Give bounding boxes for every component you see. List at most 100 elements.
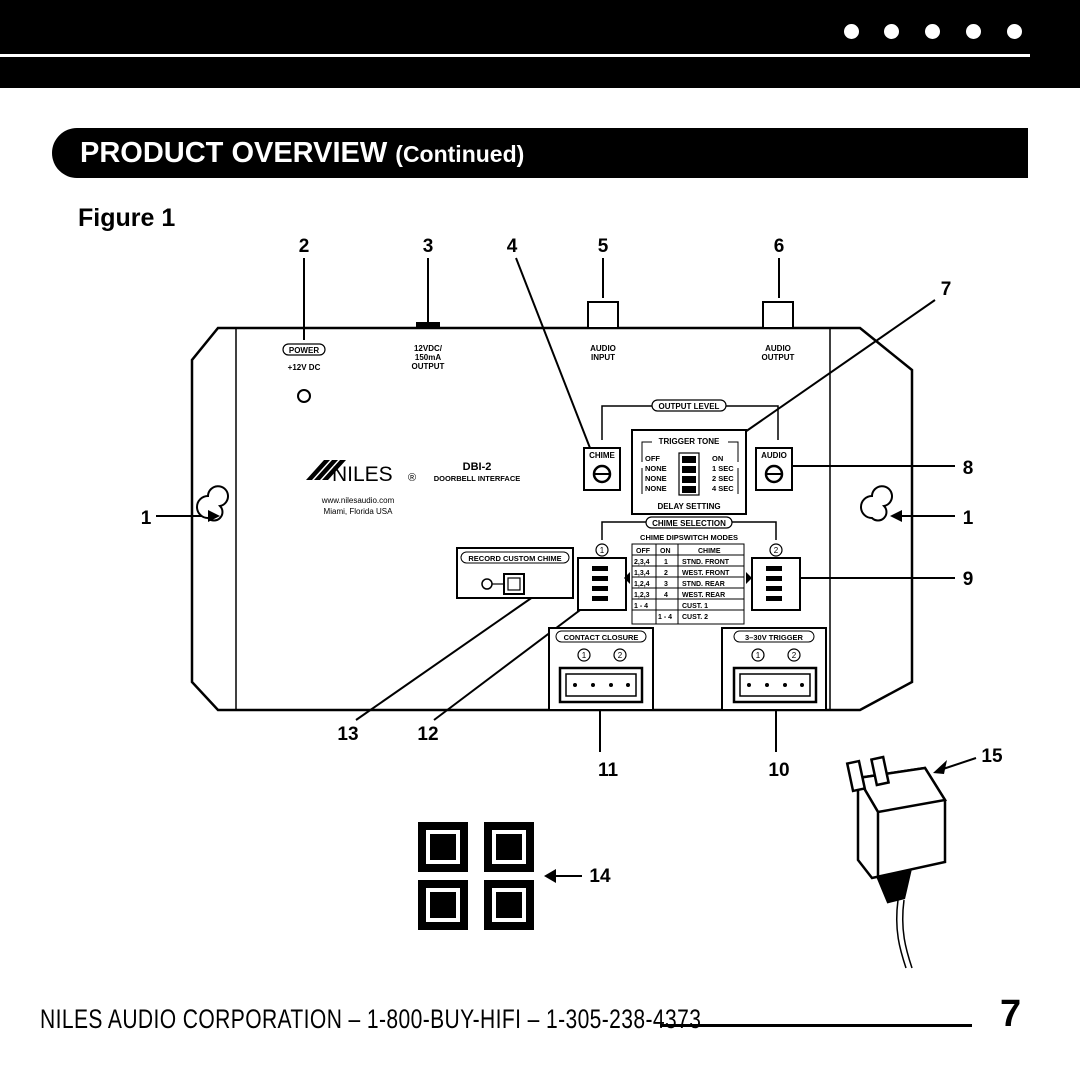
registered-mark: ® <box>408 472 416 484</box>
chime-knob-label: CHIME <box>589 451 615 460</box>
power-sub-label: +12V DC <box>288 363 321 372</box>
chime-selection-label: CHIME SELECTION <box>652 519 726 528</box>
record-custom-label-box <box>460 551 570 564</box>
dip-header: OFF <box>636 548 651 555</box>
contact-closure-label-box <box>555 630 647 643</box>
callout-9: 9 <box>963 569 974 590</box>
section-title-text: PRODUCT OVERVIEW <box>80 137 388 169</box>
power-led <box>297 389 311 403</box>
device-enclosure <box>190 326 914 712</box>
callout-10: 10 <box>768 760 789 781</box>
footer-text: NILES AUDIO CORPORATION – 1-800-BUY-HIFI… <box>40 1004 702 1034</box>
callout-1-right: 1 <box>963 508 974 529</box>
power-label: POWER <box>289 346 319 355</box>
audio-input-label-1: AUDIO <box>590 344 616 353</box>
header-dot <box>966 24 981 39</box>
dip-cell: 4 <box>664 592 668 599</box>
header-dot <box>925 24 940 39</box>
model-name: DBI-2 <box>463 461 492 473</box>
model-description: DOORBELL INTERFACE <box>434 474 521 483</box>
mount-keyhole-right <box>860 485 893 522</box>
dip-cell: CUST. 2 <box>682 614 708 621</box>
right-option: 1 SEC <box>712 464 734 473</box>
contact-terminal-2: 2 <box>618 651 623 660</box>
page-number: 7 <box>1000 993 1022 1035</box>
niles-logo: NILES ® <box>306 460 416 486</box>
left-option: NONE <box>645 484 667 493</box>
dip-slot <box>682 486 696 493</box>
dip-slot <box>682 466 696 473</box>
section-title: PRODUCT OVERVIEW (Continued) <box>80 137 524 170</box>
dipswitch-1-arrow <box>624 572 630 584</box>
section-subtitle: (Continued) <box>395 141 525 167</box>
trigger-dipswitch <box>678 452 700 496</box>
dipswitch-2-arrow <box>746 572 752 584</box>
power-label-box <box>282 343 326 356</box>
leader-15 <box>939 757 977 771</box>
dip-cell: WEST. REAR <box>682 592 725 599</box>
circle-1-label: 1 <box>600 546 605 555</box>
dip-cell: 3 <box>664 581 668 588</box>
dipswitch-1 <box>577 557 627 611</box>
arrow-1-right <box>890 510 902 522</box>
output-level-box <box>651 399 727 412</box>
right-option: 4 SEC <box>712 484 734 493</box>
right-option: ON <box>712 454 723 463</box>
chime-selection-box <box>645 516 733 529</box>
callout-6: 6 <box>774 236 785 257</box>
leader-7 <box>744 299 936 433</box>
dip-cell: STND. REAR <box>682 581 725 588</box>
callout-12: 12 <box>417 724 438 745</box>
audio-output-jack <box>762 301 794 329</box>
section-banner: PRODUCT OVERVIEW (Continued) <box>52 128 1028 178</box>
callout-2: 2 <box>299 236 310 257</box>
arrow-14 <box>544 869 556 883</box>
callout-15: 15 <box>981 746 1003 767</box>
website: www.nilesaudio.com <box>321 496 395 505</box>
callout-1-left: 1 <box>141 508 152 529</box>
audio-input-label-2: INPUT <box>591 353 615 362</box>
contact-closure-label: CONTACT CLOSURE <box>564 633 639 642</box>
brand-name: NILES <box>332 463 393 486</box>
power-supply <box>845 755 948 969</box>
callout-14: 14 <box>589 866 611 887</box>
dipswitch-2 <box>751 557 801 611</box>
callout-13: 13 <box>337 724 358 745</box>
trigger-terminal-2: 2 <box>792 651 797 660</box>
callout-3: 3 <box>423 236 434 257</box>
delay-setting-label: DELAY SETTING <box>657 502 720 511</box>
dc-output-jack <box>416 322 440 328</box>
callout-7: 7 <box>941 279 952 300</box>
footer-rule <box>660 1024 972 1027</box>
trigger-terminal-1: 1 <box>756 651 761 660</box>
dip-slot <box>682 456 696 463</box>
audio-output-label-1: AUDIO <box>765 344 791 353</box>
dip-cell: 1,2,3 <box>634 592 650 599</box>
arrow-1-left <box>208 510 220 522</box>
dip-table <box>631 543 745 625</box>
circle-2 <box>769 543 783 557</box>
audio-input-jack <box>587 301 619 329</box>
figure-label: Figure 1 <box>78 204 176 232</box>
dip-cell: 1,3,4 <box>634 570 650 577</box>
callout-5: 5 <box>598 236 609 257</box>
arrow-15 <box>933 760 947 774</box>
rubber-feet <box>418 822 534 930</box>
right-option: 2 SEC <box>712 474 734 483</box>
callout-4: 4 <box>507 236 518 257</box>
header-dot <box>1007 24 1022 39</box>
trigger-tone-label: TRIGGER TONE <box>659 437 720 446</box>
audio-knob-label: AUDIO <box>761 451 787 460</box>
header-rule <box>0 54 1030 57</box>
leader-4 <box>515 257 591 449</box>
leader-13 <box>355 591 541 721</box>
audio-output-label-2: OUTPUT <box>762 353 795 362</box>
dip-cell: CUST. 1 <box>682 603 708 610</box>
left-option: NONE <box>645 474 667 483</box>
circle-1 <box>595 543 609 557</box>
contact-terminal-1: 1 <box>582 651 587 660</box>
dip-cell: 2 <box>664 570 668 577</box>
mount-keyhole-left <box>196 485 229 522</box>
dip-cell: WEST. FRONT <box>682 570 730 577</box>
